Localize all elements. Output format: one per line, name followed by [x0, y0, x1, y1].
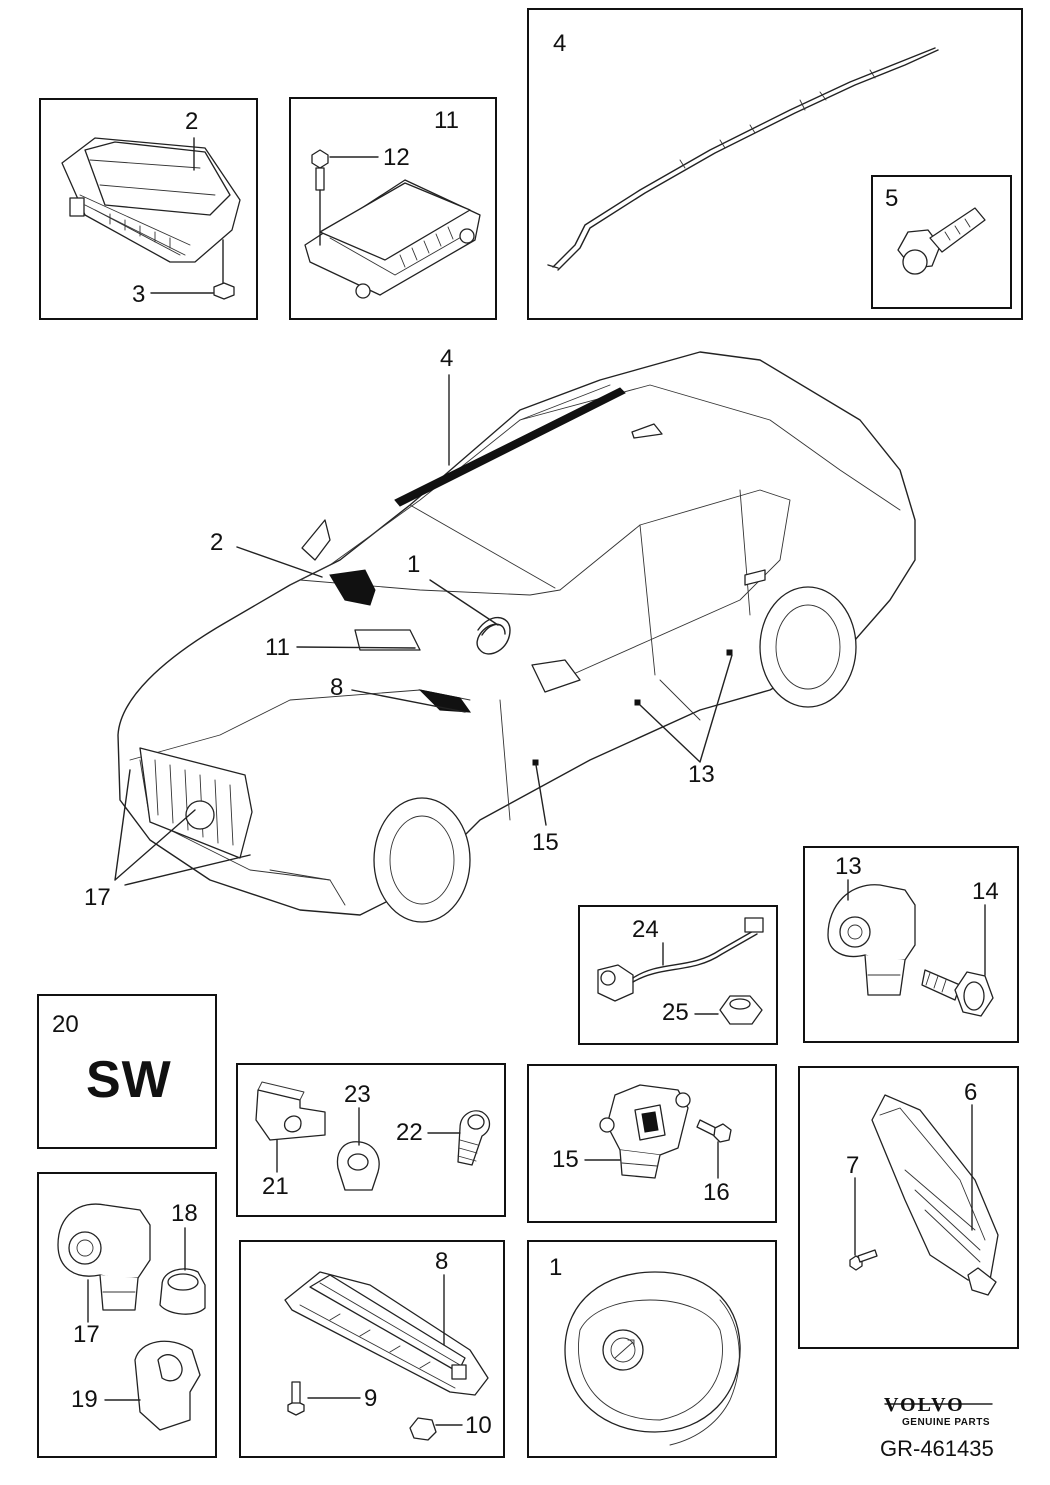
sensor-15-drawing: [584, 1084, 732, 1179]
label-part-6: 6: [964, 1079, 978, 1106]
sensor-13-drawing: [827, 879, 994, 1017]
screw-5-drawing: [897, 207, 986, 275]
car-label-15: 15: [532, 829, 559, 856]
label-part-2: 2: [185, 108, 199, 135]
car-label-11: 11: [265, 634, 290, 661]
brand-name: VOLVO: [884, 1394, 965, 1416]
label-part-13: 13: [835, 853, 862, 880]
software-label: SW: [86, 1051, 172, 1109]
label-part-22: 22: [396, 1119, 423, 1146]
sensor-17-drawing: [57, 1203, 206, 1431]
seat-airbag-drawing: [849, 1094, 999, 1296]
car-label-2: 2: [210, 529, 224, 556]
diagram-id: GR-461435: [880, 1436, 994, 1461]
curtain-airbag-drawing: [547, 47, 939, 271]
car-label-13: 13: [688, 761, 715, 788]
label-part-19: 19: [71, 1386, 98, 1413]
car-label-17: 17: [84, 884, 111, 911]
label-part-25: 25: [662, 999, 689, 1026]
label-part-3: 3: [132, 281, 146, 308]
label-part-4: 4: [553, 30, 567, 57]
label-part-1: 1: [549, 1254, 563, 1281]
label-part-5: 5: [885, 185, 899, 212]
sensor-24-drawing: [597, 917, 764, 1025]
bracket-21-drawing: [255, 1081, 491, 1191]
knee-airbag-drawing: [284, 1271, 489, 1441]
car-label-8: 8: [330, 674, 344, 701]
label-part-17: 17: [73, 1321, 100, 1348]
label-part-14: 14: [972, 878, 999, 905]
control-module-drawing: [304, 149, 481, 299]
label-part-15: 15: [552, 1146, 579, 1173]
label-part-8: 8: [435, 1248, 449, 1275]
label-part-18: 18: [171, 1200, 198, 1227]
car-illustration: [114, 351, 916, 923]
passenger-airbag-drawing: [61, 137, 241, 300]
label-part-10: 10: [465, 1412, 492, 1439]
brand-subtitle: GENUINE PARTS: [902, 1417, 990, 1428]
car-label-4: 4: [440, 345, 454, 372]
label-part-11: 11: [434, 107, 459, 134]
steering-airbag-drawing: [564, 1271, 741, 1446]
label-part-23: 23: [344, 1081, 371, 1108]
label-part-21: 21: [262, 1173, 289, 1200]
label-part-16: 16: [703, 1179, 730, 1206]
car-label-1: 1: [407, 551, 421, 578]
label-part-24: 24: [632, 916, 659, 943]
label-part-20: 20: [52, 1011, 79, 1038]
panel-software: [37, 994, 217, 1149]
label-part-7: 7: [846, 1152, 860, 1179]
label-part-12: 12: [383, 144, 410, 171]
label-part-9: 9: [364, 1385, 378, 1412]
